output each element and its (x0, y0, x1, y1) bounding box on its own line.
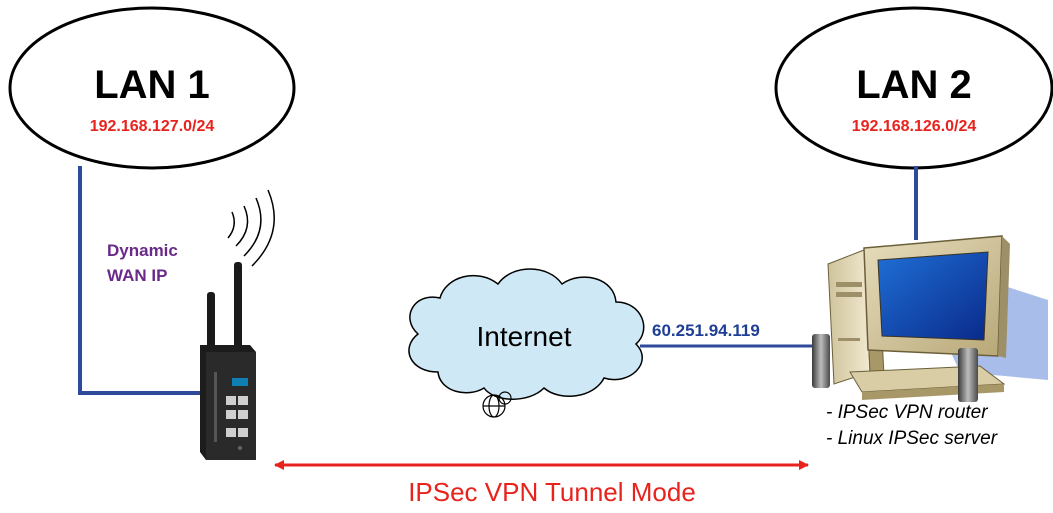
internet-cloud: Internet (408, 268, 645, 418)
lan2-subnet: 192.168.126.0/24 (852, 118, 977, 135)
lan1-ellipse (8, 6, 296, 170)
speaker-right (958, 348, 978, 402)
network-links (78, 166, 918, 395)
router-antenna-right (234, 262, 242, 348)
wireless-signal-icon (227, 189, 275, 267)
globe-icon (482, 391, 512, 418)
router-device (200, 262, 256, 460)
server-role-2: - Linux IPSec server (826, 428, 998, 449)
router-antenna-left (207, 292, 215, 348)
lan2-node: LAN 2 192.168.126.0/24 (774, 6, 1053, 170)
server-ip: 60.251.94.119 (652, 321, 760, 340)
lan1-router-link (78, 166, 205, 395)
server-computer (812, 235, 1048, 402)
speaker-left (812, 334, 830, 388)
server-role-1: - IPSec VPN router (826, 402, 988, 423)
wan-label-line1: Dynamic (107, 241, 178, 260)
vpn-tunnel-label: IPSec VPN Tunnel Mode (408, 477, 696, 507)
lan1-subnet: 192.168.127.0/24 (90, 118, 215, 135)
wan-label-line2: WAN IP (107, 266, 167, 285)
lan1-node: LAN 1 192.168.127.0/24 (8, 6, 296, 170)
lan1-name: LAN 1 (94, 63, 210, 107)
lan2-name: LAN 2 (856, 63, 972, 107)
internet-label: Internet (477, 321, 572, 352)
